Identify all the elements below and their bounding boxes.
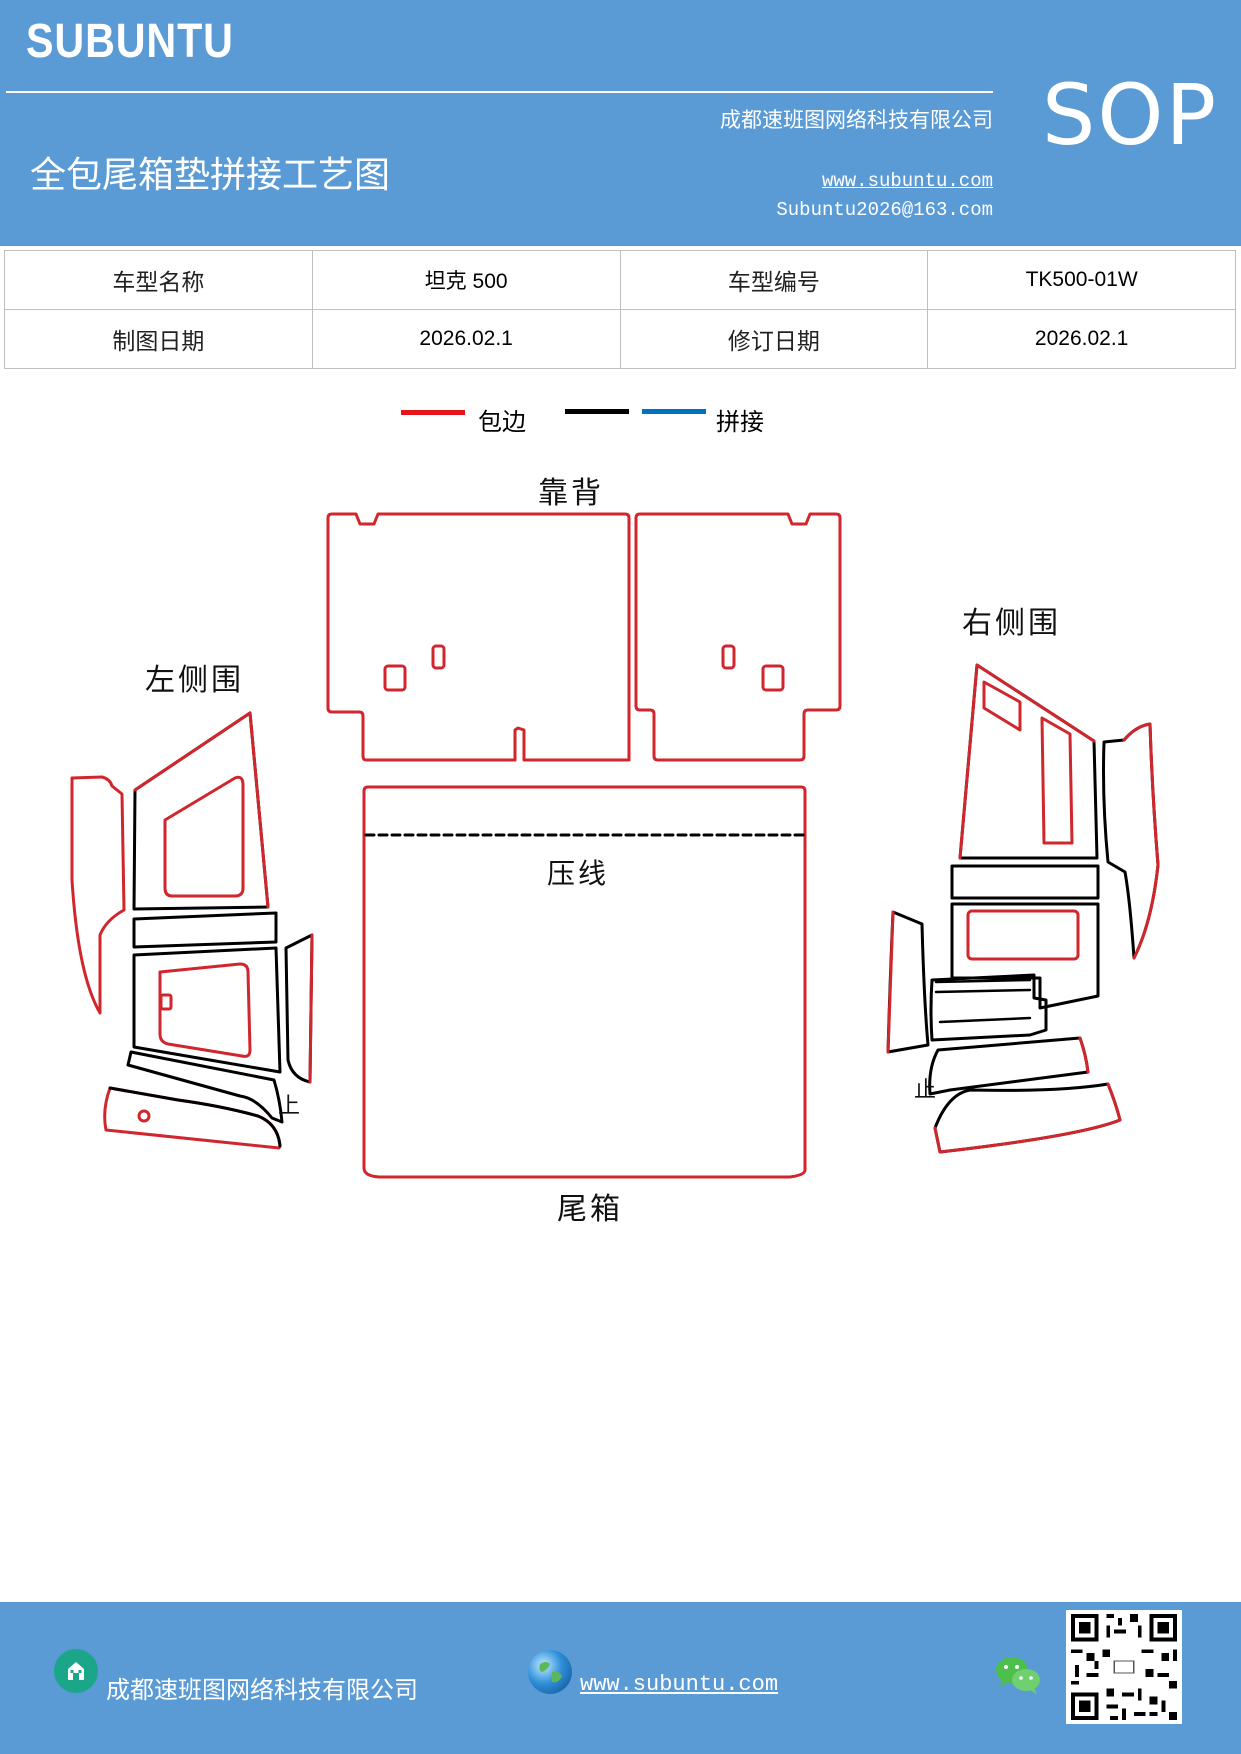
table-cell: 制图日期 — [4, 309, 313, 369]
legend-swatch-blue — [642, 409, 706, 414]
building-icon — [54, 1649, 98, 1693]
footer-company: 成都速班图网络科技有限公司 — [106, 1676, 418, 1704]
header-banner: SUBUNTU 成都速班图网络科技有限公司 全包尾箱垫拼接工艺图 www.sub… — [0, 0, 1241, 246]
right-side-lower-bracket — [929, 973, 1048, 1042]
legend-label-edge: 包边 — [478, 408, 526, 436]
table-cell: 车型名称 — [4, 250, 313, 310]
globe-icon — [528, 1650, 572, 1694]
footer-website-link[interactable]: www.subuntu.com — [580, 1672, 779, 1697]
sop-badge: SOP — [1042, 66, 1219, 164]
header-divider — [6, 91, 993, 93]
right-side-belt-strip — [950, 864, 1100, 900]
right-side-mark: 止 — [914, 1078, 937, 1103]
right-side-upper-panel — [958, 663, 1099, 860]
backrest-right-panel — [634, 512, 842, 762]
table-cell: 2026.02.1 — [927, 309, 1236, 369]
left-side-belt-strip — [132, 911, 278, 949]
page-title: 全包尾箱垫拼接工艺图 — [30, 155, 391, 196]
right-side-left-strip — [886, 910, 930, 1054]
backrest-right-hole-1 — [761, 664, 785, 692]
header-company: 成都速班图网络科技有限公司 — [720, 108, 993, 132]
left-side-upper-panel — [132, 711, 270, 911]
right-side-curved-piece — [928, 1036, 1090, 1096]
label-right-side: 右侧围 — [962, 606, 1061, 641]
wechat-icon[interactable] — [994, 1654, 1042, 1696]
table-cell: 车型编号 — [619, 250, 929, 310]
right-side-mid-window — [966, 909, 1080, 961]
left-side-outer-strip — [70, 775, 126, 1015]
left-side-lower-window — [158, 962, 252, 1058]
backrest-right-hole-2 — [721, 644, 736, 670]
left-side-curved-strip — [126, 1050, 284, 1124]
table-cell: 坦克 500 — [311, 250, 621, 310]
header-website-link[interactable]: www.subuntu.com — [821, 170, 993, 192]
left-side-lower-panel — [132, 946, 282, 1074]
brand-logo: SUBUNTU — [26, 15, 234, 68]
table-cell: TK500-01W — [927, 250, 1236, 310]
backrest-left-hole-2 — [431, 644, 446, 670]
left-side-small-hole — [159, 993, 173, 1011]
backrest-left-hole-1 — [383, 664, 407, 692]
label-trunk: 尾箱 — [557, 1192, 623, 1227]
left-side-bottom-hole — [137, 1109, 151, 1123]
right-side-small-window — [982, 680, 1022, 732]
backrest-left-panel — [326, 512, 631, 762]
legend-swatch-red — [401, 410, 465, 415]
left-side-narrow-strip — [284, 933, 314, 1084]
left-side-upper-window — [163, 775, 245, 898]
trunk-floor-panel — [362, 785, 807, 1179]
label-left-side: 左侧围 — [145, 663, 244, 698]
label-backrest: 靠背 — [538, 476, 604, 511]
legend-swatch-black — [565, 409, 629, 414]
left-side-mark: 上 — [278, 1094, 301, 1119]
left-side-bottom-piece — [103, 1086, 282, 1150]
vehicle-info-table: 车型名称 坦克 500 车型编号 TK500-01W 制图日期 2026.02.… — [4, 250, 1236, 369]
right-side-tall-window — [1040, 716, 1074, 845]
table-cell: 修订日期 — [619, 309, 929, 369]
qr-code — [1066, 1610, 1182, 1724]
table-row: 制图日期 2026.02.1 修订日期 2026.02.1 — [4, 309, 1236, 369]
legend-label-splice: 拼接 — [716, 408, 764, 436]
table-row: 车型名称 坦克 500 车型编号 TK500-01W — [4, 250, 1236, 310]
footer-bar: 成都速班图网络科技有限公司 www.subuntu.com — [0, 1602, 1241, 1754]
header-email[interactable]: Subuntu2026@163.com — [776, 199, 993, 221]
table-cell: 2026.02.1 — [311, 309, 621, 369]
label-press-line: 压线 — [547, 857, 610, 890]
